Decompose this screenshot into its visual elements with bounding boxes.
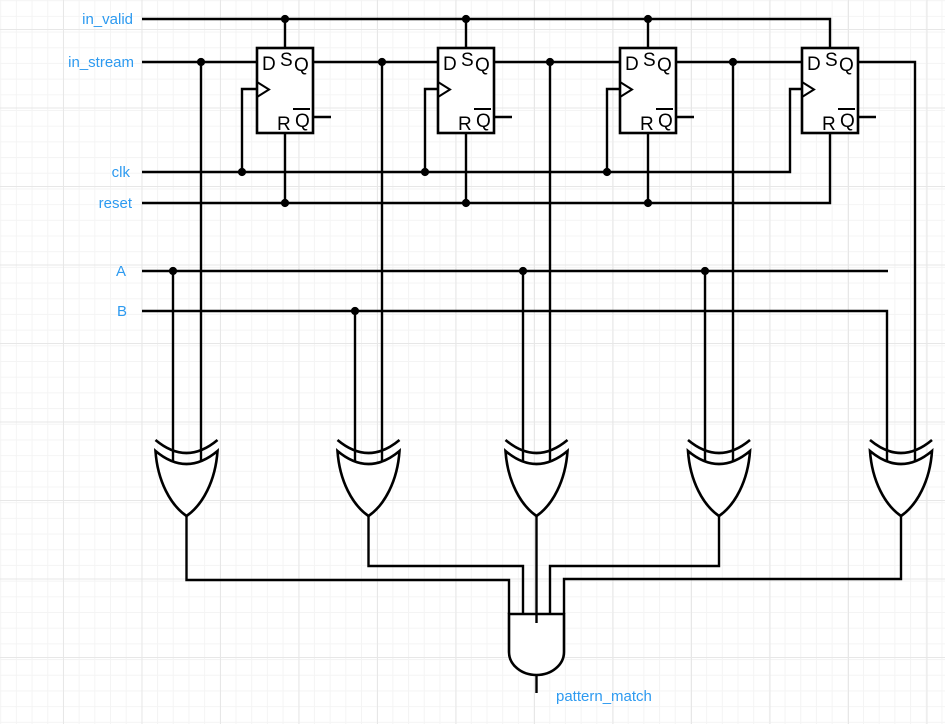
ff-port-label-s: S: [825, 50, 838, 71]
xor-input-arc: [504, 439, 569, 455]
wire-junction-dot: [643, 198, 653, 208]
ff-port-label-d: D: [443, 54, 457, 75]
xor-gate-5[interactable]: [868, 439, 934, 518]
xor-body[interactable]: [153, 448, 220, 518]
xor-input-arc: [154, 439, 219, 455]
label-in_valid[interactable]: in_valid: [82, 11, 133, 28]
xor-body[interactable]: [335, 448, 402, 518]
wire-xor1-and[interactable]: [185, 516, 511, 614]
clock-edge-icon: [801, 81, 816, 98]
label-pattern_match[interactable]: pattern_match: [556, 688, 652, 705]
wire-junction-dot: [518, 266, 528, 276]
wire-junction-dot: [377, 57, 387, 67]
wire-junction-dot: [643, 14, 653, 24]
wire-clk-ff2[interactable]: [423, 87, 438, 172]
ff-port-label-qbar: Q: [658, 111, 673, 132]
ff-port-label-q: Q: [475, 55, 490, 76]
ff-port-label-qbar: Q: [476, 111, 491, 132]
wire-junction-dot: [280, 14, 290, 24]
ff-port-label-r: R: [277, 114, 291, 135]
wire-xor4-and[interactable]: [548, 516, 721, 614]
label-b[interactable]: B: [117, 303, 127, 320]
xor-body[interactable]: [686, 448, 752, 518]
wire-in-valid[interactable]: [142, 17, 832, 48]
ff-port-label-r: R: [822, 114, 836, 135]
label-clk[interactable]: clk: [112, 164, 131, 181]
ff-port-label-r: R: [458, 114, 472, 135]
wire-junction-dot: [237, 167, 247, 177]
wire-xor5-and[interactable]: [562, 516, 903, 614]
wire-junction-dot: [280, 198, 290, 208]
ff-port-label-q: Q: [294, 55, 309, 76]
xor-input-arc: [869, 439, 933, 455]
ff-port-label-d: D: [262, 54, 276, 75]
wire-q4-xor5[interactable]: [858, 60, 917, 464]
and-gate[interactable]: [507, 612, 566, 677]
ff-port-label-d: D: [807, 54, 821, 75]
wire-junction-dot: [461, 198, 471, 208]
wire-xor2-and[interactable]: [367, 516, 525, 614]
wire-junction-dot: [350, 306, 360, 316]
xor-input-arc: [687, 439, 751, 455]
wire-clk-ff1[interactable]: [240, 87, 257, 172]
wire-junction-dot: [196, 57, 206, 67]
label-reset[interactable]: reset: [99, 195, 133, 212]
clock-edge-icon: [437, 81, 452, 98]
wire-junction-dot: [728, 57, 738, 67]
wire-reset[interactable]: [142, 133, 832, 205]
ff-port-label-d: D: [625, 54, 639, 75]
xor-gate-1[interactable]: [153, 439, 220, 518]
xor-body[interactable]: [503, 448, 570, 518]
wire-junction-dot: [602, 167, 612, 177]
clock-edge-icon: [619, 81, 634, 98]
wire-b[interactable]: [142, 309, 889, 464]
wire-junction-dot: [700, 266, 710, 276]
xor-gate-2[interactable]: [335, 439, 402, 518]
xor-body[interactable]: [868, 448, 934, 518]
label-in_stream[interactable]: in_stream: [68, 54, 134, 71]
clock-edge-icon: [256, 81, 271, 98]
ff-port-label-r: R: [640, 114, 654, 135]
ff-port-label-s: S: [280, 50, 293, 71]
wire-junction-dot: [168, 266, 178, 276]
xor-gate-3[interactable]: [503, 439, 570, 518]
ff-port-label-q: Q: [839, 55, 854, 76]
ff-port-label-q: Q: [657, 55, 672, 76]
ff-port-label-s: S: [643, 50, 656, 71]
ff-port-label-qbar: Q: [840, 111, 855, 132]
ff-port-label-s: S: [461, 50, 474, 71]
wire-junction-dot: [461, 14, 471, 24]
ff-port-label-qbar: Q: [295, 111, 310, 132]
wire-junction-dot: [420, 167, 430, 177]
xor-gate-4[interactable]: [686, 439, 752, 518]
xor-input-arc: [336, 439, 401, 455]
wire-clk-ff3[interactable]: [605, 87, 620, 172]
wire-junction-dot: [545, 57, 555, 67]
label-a[interactable]: A: [116, 263, 126, 280]
